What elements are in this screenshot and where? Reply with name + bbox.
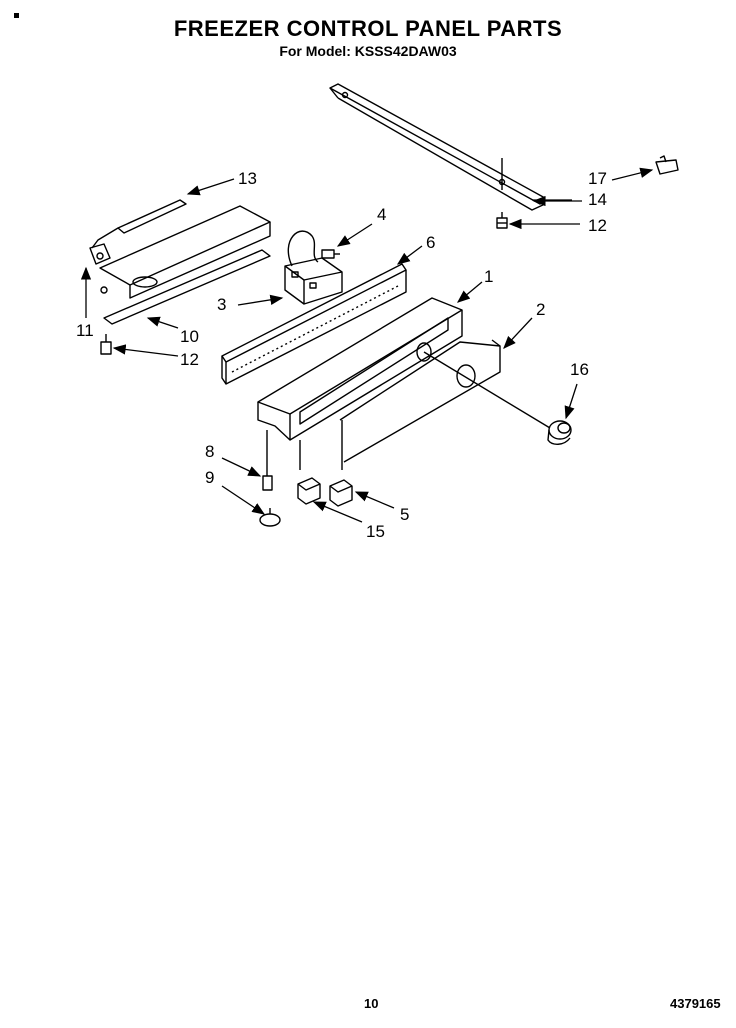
part-15-switch	[297, 477, 321, 505]
part-14-bracket	[329, 83, 546, 211]
part-1-housing	[257, 297, 463, 470]
callout-15: 15	[366, 522, 385, 541]
callout-10: 10	[180, 327, 199, 346]
part-17-clip	[655, 155, 679, 175]
page-title: FREEZER CONTROL PANEL PARTS	[173, 16, 563, 41]
part-11-clamp	[89, 243, 111, 265]
model-subtitle: For Model: KSSS42DAW03	[279, 43, 457, 59]
callout-11: 11	[76, 321, 94, 340]
callout-2: 2	[536, 300, 545, 319]
part-10-bracket	[99, 205, 271, 325]
part-6-strip	[221, 263, 407, 385]
callout-9: 9	[205, 468, 214, 487]
callout-16: 16	[570, 360, 589, 379]
part-13-capillary	[91, 199, 187, 249]
callout-1: 1	[484, 267, 493, 286]
corner-mark	[14, 13, 19, 18]
part-2-backplate	[339, 339, 501, 463]
part-4-screw	[321, 249, 340, 259]
part-12-screw-right	[496, 212, 508, 229]
callout-5: 5	[400, 505, 409, 524]
part-16-knob	[547, 420, 572, 445]
part-9-foot	[259, 508, 281, 527]
callout-12-left: 12	[180, 350, 199, 369]
part-5-switch	[329, 479, 353, 507]
callout-12-right: 12	[588, 216, 607, 235]
part-8-screw	[262, 430, 273, 491]
part-12-screw-left	[100, 334, 112, 355]
page-number: 10	[364, 996, 379, 1011]
part-3-control	[284, 230, 343, 305]
document-part-number: 4379165	[670, 996, 721, 1011]
callout-3: 3	[217, 295, 226, 314]
callout-13: 13	[238, 169, 257, 188]
callout-6: 6	[426, 233, 435, 252]
callout-8: 8	[205, 442, 214, 461]
callout-14: 14	[588, 190, 607, 209]
callout-4: 4	[377, 205, 386, 224]
callout-17: 17	[588, 169, 607, 188]
